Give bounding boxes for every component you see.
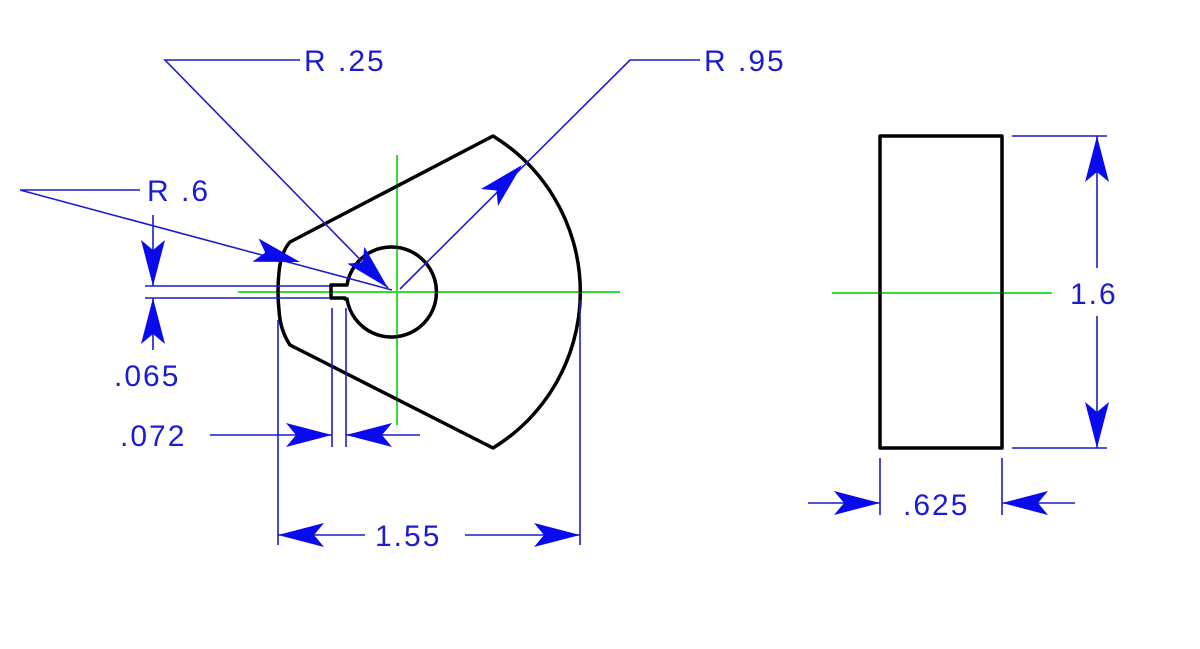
label-side-thickness: .625	[903, 489, 969, 522]
height-arrow-up-icon	[1085, 136, 1109, 182]
key-height-arrow-down-icon	[141, 240, 165, 286]
r-left-arrow-icon	[252, 238, 300, 262]
dimension-labels: R .25 R .95 R .6 .065 .072 1.55 1.6 .625	[114, 45, 1118, 553]
thickness-arrow-right-icon	[834, 491, 880, 515]
width-arrow-left-icon	[278, 523, 324, 547]
key-depth-arrow-right-icon	[286, 423, 332, 447]
r-hole-leader	[163, 59, 389, 289]
label-side-height: 1.6	[1070, 278, 1118, 311]
r-left-leader	[19, 189, 393, 291]
centerlines	[238, 155, 1052, 425]
key-height-arrow-up-icon	[141, 298, 165, 344]
bore-with-keyway	[329, 245, 439, 339]
label-overall-width: 1.55	[375, 520, 441, 553]
thickness-arrow-left-icon	[1002, 491, 1048, 515]
label-key-depth: .072	[120, 420, 186, 453]
dimension-lines	[19, 59, 1107, 545]
height-arrow-down-icon	[1085, 402, 1109, 448]
side-view-outline	[878, 134, 1004, 450]
label-r-left: R .6	[147, 175, 210, 208]
key-depth-arrow-left-icon	[346, 423, 392, 447]
front-view-outline	[276, 134, 583, 450]
label-key-height: .065	[114, 360, 180, 393]
label-r-outer: R .95	[704, 45, 786, 78]
r-outer-leader	[399, 59, 700, 290]
r-hole-arrow-icon	[347, 246, 388, 288]
dimension-arrows	[141, 136, 1109, 547]
width-arrow-right-icon	[534, 523, 580, 547]
r-outer-arrow-icon	[480, 165, 522, 207]
cam-profile	[276, 134, 583, 450]
label-r-hole: R .25	[304, 45, 386, 78]
